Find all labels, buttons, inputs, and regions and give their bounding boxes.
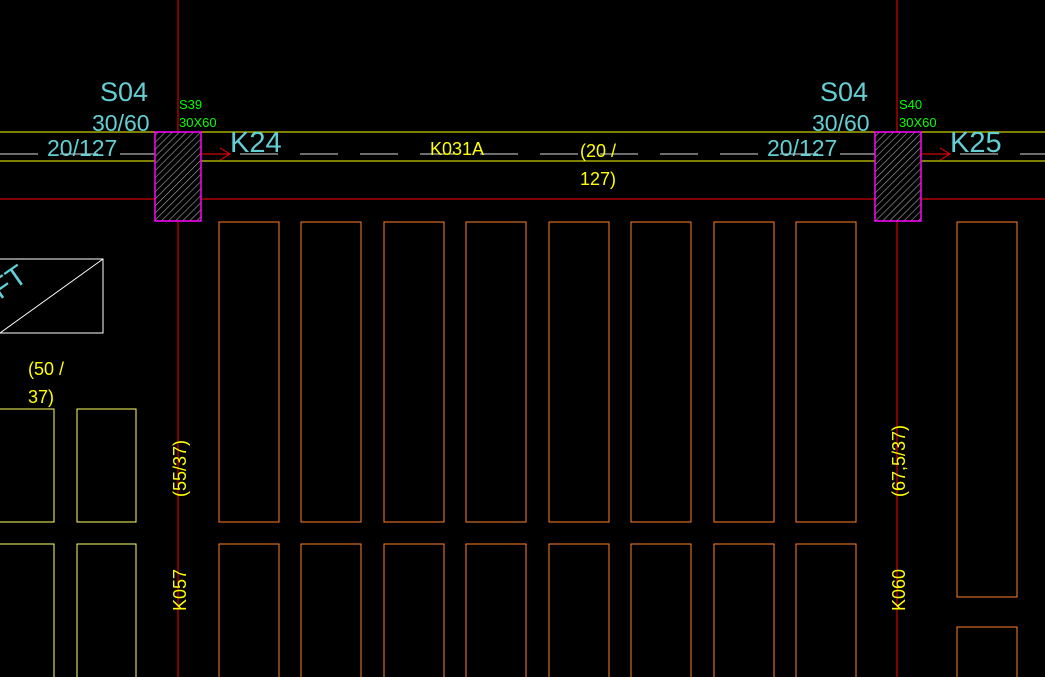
column-tag-right: S40	[899, 97, 922, 112]
beam-node-right: K25	[950, 127, 1002, 159]
column-tag-size-left: 30X60	[179, 115, 217, 130]
column-size-right: 30/60	[812, 110, 870, 136]
column-s40[interactable]	[874, 131, 922, 222]
joist-id-left: K057	[170, 569, 190, 611]
beam-section-center-line1: (20 /	[580, 141, 616, 161]
column-mark-right: S04	[820, 77, 868, 107]
column-size-left: 30/60	[92, 110, 150, 136]
beam-section-small-line2: 37)	[28, 387, 54, 407]
column-tag-left: S39	[179, 97, 202, 112]
block-left-b	[76, 408, 137, 523]
joist-section-right: (67,5/37)	[889, 425, 909, 497]
beam-section-center-line2: 127)	[580, 169, 616, 189]
column-s39[interactable]	[154, 131, 202, 222]
beam-node-left: K24	[230, 127, 282, 159]
block-left-c	[0, 543, 55, 677]
block-left-d	[76, 543, 137, 677]
shaft-outline	[0, 258, 104, 334]
beam-section-right: 20/127	[767, 135, 837, 161]
joist-id-right: K060	[889, 569, 909, 611]
block-left-a	[0, 408, 55, 523]
column-mark-left: S04	[100, 77, 148, 107]
shaft-label: FT	[0, 259, 33, 306]
beam-section-small-line1: (50 /	[28, 359, 64, 379]
arrow-icon-left	[201, 147, 231, 161]
beam-id-center: K031A	[430, 139, 484, 159]
beam-section-left: 20/127	[47, 135, 117, 161]
joist-section-left: (55/37)	[170, 440, 190, 497]
arrow-icon-right	[921, 147, 951, 161]
hollow-block-rows	[218, 221, 1018, 677]
column-tag-size-right: 30X60	[899, 115, 937, 130]
